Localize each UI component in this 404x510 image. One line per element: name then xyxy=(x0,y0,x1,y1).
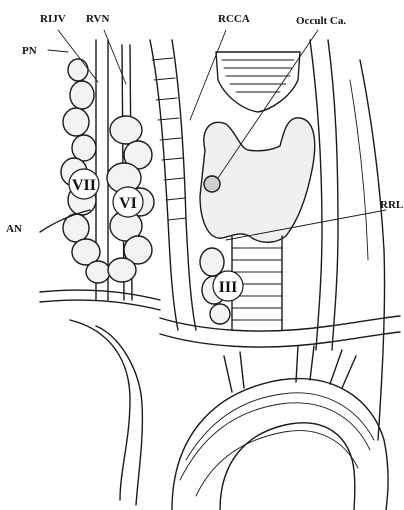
label-rvn: RVN xyxy=(86,13,110,25)
label-pn: PN xyxy=(22,45,37,57)
label-occult: Occult Ca. xyxy=(296,15,346,27)
label-rcca: RCCA xyxy=(218,13,250,25)
svg-text:VI: VI xyxy=(119,195,137,212)
svg-text:VII: VII xyxy=(72,177,96,194)
level-badge-vii: VII xyxy=(69,169,99,199)
label-an: AN xyxy=(6,223,22,235)
label-rrl: RRL xyxy=(380,199,403,211)
svg-text:III: III xyxy=(219,279,238,296)
level-badge-iii: III xyxy=(213,271,243,301)
level-badge-vi: VI xyxy=(113,187,143,217)
label-rijv: RIJV xyxy=(40,13,66,25)
occult-carcinoma-spot xyxy=(204,176,220,192)
